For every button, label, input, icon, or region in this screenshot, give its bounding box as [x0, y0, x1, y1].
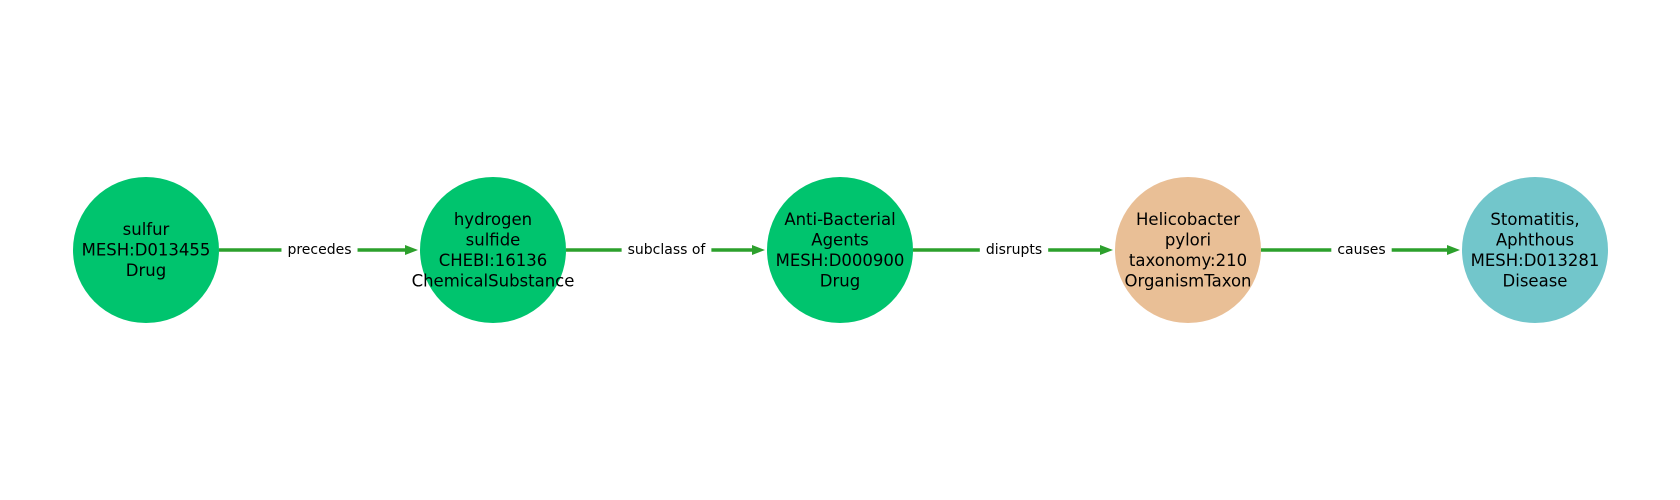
arrowhead-icon: [1100, 245, 1113, 255]
node-label-line: Drug: [820, 271, 860, 290]
edge-label: precedes: [287, 242, 351, 258]
edge-label-background: [621, 240, 712, 260]
node-label-line: Agents: [811, 230, 868, 249]
edge-label: causes: [1337, 242, 1385, 258]
node-label-line: Disease: [1503, 271, 1568, 290]
node-label-line: Helicobacter: [1136, 210, 1240, 229]
node-circle[interactable]: [1462, 177, 1608, 323]
node-label-line: taxonomy:210: [1129, 251, 1247, 270]
edge-causes: causes: [1261, 240, 1460, 260]
node-label-line: Anti-Bacterial: [784, 210, 895, 229]
node-label-line: OrganismTaxon: [1124, 271, 1251, 290]
node-circle[interactable]: [767, 177, 913, 323]
edge-label: disrupts: [986, 242, 1042, 258]
node-circle[interactable]: [73, 177, 219, 323]
node-circle[interactable]: [1115, 177, 1261, 323]
edge-subclass-of: subclass of: [566, 240, 765, 260]
node-label-line: Aphthous: [1496, 230, 1574, 249]
arrowhead-icon: [1447, 245, 1460, 255]
node-label-line: ChemicalSubstance: [412, 271, 575, 290]
node-label-line: CHEBI:16136: [439, 251, 548, 270]
node-label-line: sulfide: [466, 230, 521, 249]
edges-layer: precedes subclass of disrupts causes: [219, 240, 1460, 260]
arrowhead-icon: [752, 245, 765, 255]
node-label-line: MESH:D013281: [1471, 251, 1600, 270]
node-label-line: MESH:D000900: [776, 251, 905, 270]
edge-precedes: precedes: [219, 240, 418, 260]
node-label-line: hydrogen: [454, 210, 532, 229]
edge-label-background: [281, 240, 358, 260]
edge-disrupts: disrupts: [913, 240, 1113, 260]
node-label-line: pylori: [1165, 230, 1211, 249]
node-label-line: Stomatitis,: [1490, 210, 1579, 229]
node-label-line: Drug: [126, 261, 166, 280]
node-circle[interactable]: [420, 177, 566, 323]
node-label-line: MESH:D013455: [82, 241, 211, 260]
edge-label-background: [979, 240, 1049, 260]
node-n2[interactable]: hydrogensulfideCHEBI:16136ChemicalSubsta…: [412, 177, 575, 323]
nodes-layer: sulfurMESH:D013455DrughydrogensulfideCHE…: [73, 177, 1608, 323]
edge-label-background: [1331, 240, 1392, 260]
arrowhead-icon: [405, 245, 418, 255]
node-label-line: sulfur: [123, 220, 170, 239]
edge-label: subclass of: [628, 242, 707, 258]
